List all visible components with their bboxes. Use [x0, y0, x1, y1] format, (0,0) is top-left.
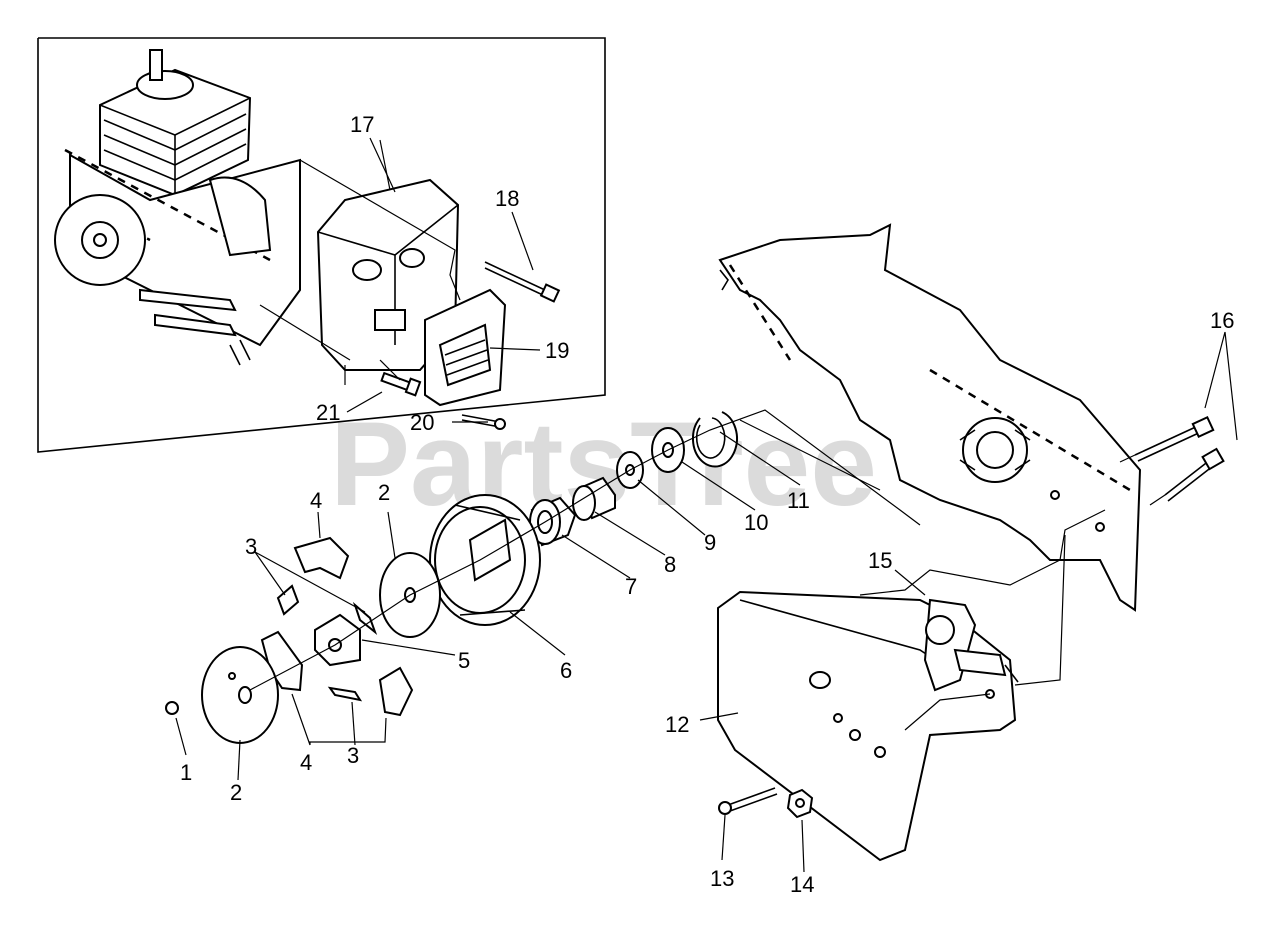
clutch-plate-2-lower — [201, 646, 279, 744]
retaining-ring-11 — [691, 411, 738, 468]
spark-screen-19 — [424, 288, 507, 407]
spring-3-center — [352, 601, 378, 635]
callout-9: 9 — [704, 530, 716, 555]
callout-4b: 4 — [300, 750, 312, 775]
callout-6: 6 — [560, 658, 572, 683]
callout-17: 17 — [350, 112, 374, 137]
callout-3b: 3 — [347, 743, 359, 768]
callout-2a: 2 — [378, 480, 390, 505]
clutch-shoe-4-upper — [293, 536, 350, 580]
callout-10: 10 — [744, 510, 768, 535]
callout-7: 7 — [625, 574, 637, 599]
callout-2b: 2 — [230, 780, 242, 805]
callout-14: 14 — [790, 872, 814, 897]
bolts-16 — [1119, 415, 1225, 506]
saw-housing — [718, 223, 1142, 612]
callout-11: 11 — [787, 488, 810, 513]
inset-leaders — [259, 139, 461, 381]
bolt-18 — [484, 261, 561, 303]
bolt-21 — [380, 371, 422, 397]
callout-18: 18 — [495, 186, 519, 211]
callout-13: 13 — [710, 866, 734, 891]
leader-lines — [175, 137, 1238, 873]
spring-3-left — [276, 584, 300, 616]
nut-14 — [786, 788, 814, 819]
callout-5: 5 — [458, 648, 470, 673]
callout-labels: 17 18 19 20 21 16 11 10 9 8 7 6 5 4 2 3 … — [180, 112, 1234, 897]
callout-21: 21 — [316, 400, 340, 425]
callout-12: 12 — [665, 712, 689, 737]
clutch-shoe-4-right — [378, 666, 414, 717]
callout-8: 8 — [664, 552, 676, 577]
callout-1: 1 — [180, 760, 192, 785]
chain-tensioner-15 — [923, 598, 1019, 699]
spring-3-lower — [327, 686, 363, 702]
screw-1 — [165, 701, 179, 715]
bolt-13 — [718, 787, 778, 815]
engine-inset-frame — [37, 37, 606, 453]
clutch-drum-6 — [429, 494, 541, 626]
clutch-axis-lines — [249, 409, 1106, 731]
engine-assembly — [54, 49, 301, 366]
callout-15: 15 — [868, 548, 892, 573]
callout-16: 16 — [1210, 308, 1234, 333]
callout-4a: 4 — [310, 488, 322, 513]
clutch-hub-5 — [314, 613, 361, 667]
callout-20: 20 — [410, 410, 434, 435]
callout-3a: 3 — [245, 534, 257, 559]
screw-20 — [461, 414, 506, 430]
callout-19: 19 — [545, 338, 569, 363]
